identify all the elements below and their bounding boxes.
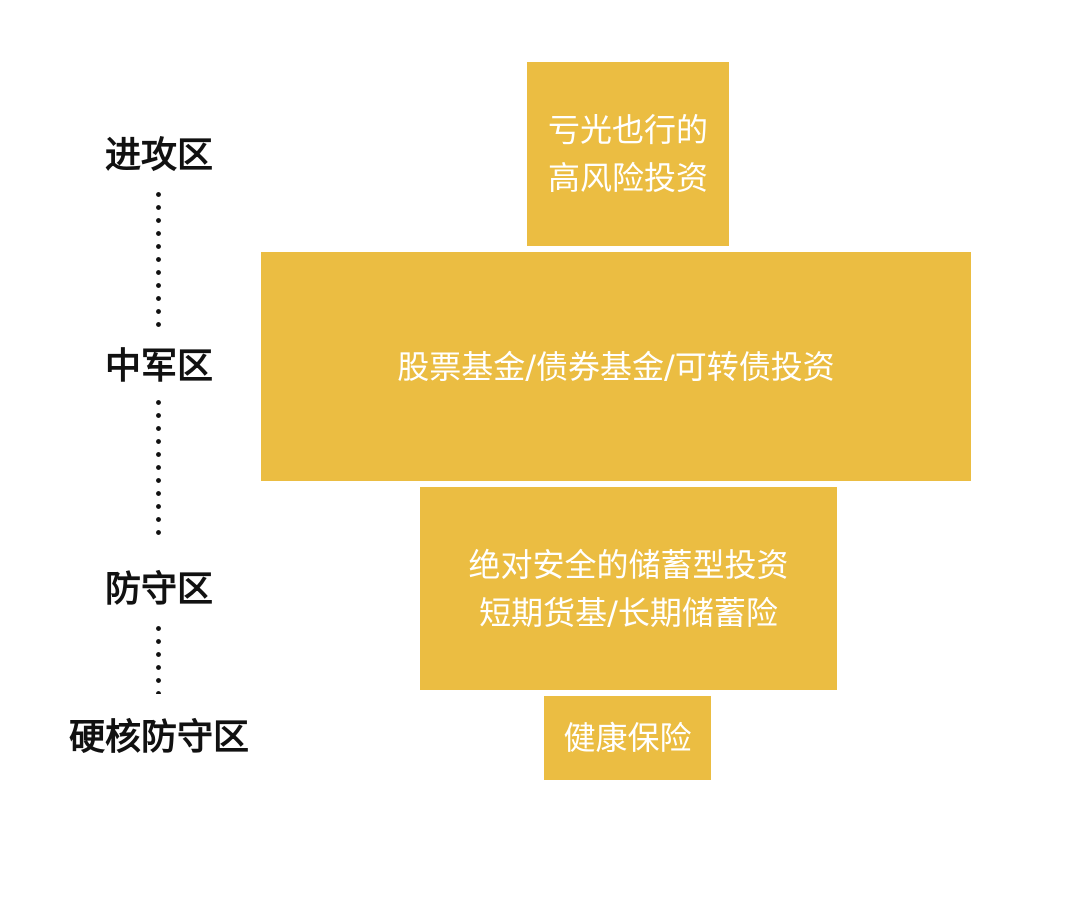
- zone-label-hardcore: 硬核防守区: [68, 717, 249, 758]
- block-defense: 绝对安全的储蓄型投资 短期货基/长期储蓄险: [420, 487, 837, 690]
- block-hardcore: 健康保险: [544, 696, 711, 780]
- block-text-line: 健康保险: [563, 719, 692, 757]
- block-text-line: 短期货基/长期储蓄险: [479, 593, 778, 632]
- block-middle: 股票基金/债券基金/可转债投资: [261, 252, 971, 481]
- dotted-connector: [156, 396, 161, 542]
- block-text-line: 绝对安全的储蓄型投资: [468, 545, 789, 584]
- block-text-line: 高风险投资: [547, 159, 708, 197]
- block-attack: 亏光也行的 高风险投资: [527, 62, 729, 246]
- block-text-line: 股票基金/债券基金/可转债投资: [397, 347, 835, 386]
- zone-label-defense: 防守区: [104, 569, 213, 610]
- zone-label-attack: 进攻区: [104, 135, 213, 176]
- block-text-line: 亏光也行的: [547, 111, 708, 149]
- dotted-connector: [156, 622, 161, 694]
- zone-label-middle: 中军区: [104, 346, 213, 387]
- dotted-connector: [156, 188, 161, 328]
